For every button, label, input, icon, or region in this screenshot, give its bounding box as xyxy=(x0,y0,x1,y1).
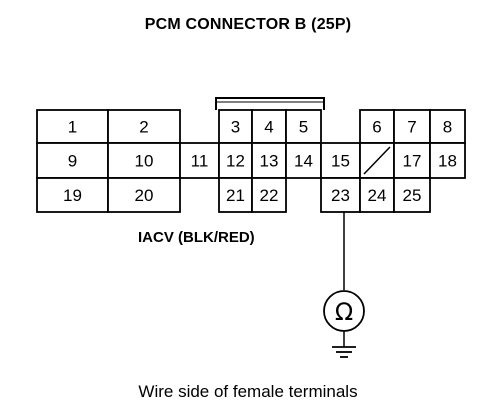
pin-number: 24 xyxy=(368,186,387,205)
pin-number: 8 xyxy=(443,118,452,137)
pin-cell-5: 5 xyxy=(285,109,322,144)
pin-cell-frame xyxy=(320,177,361,213)
pin-cell-22: 22 xyxy=(251,177,287,213)
pin-number: 1 xyxy=(68,118,77,137)
pin-cell-frame xyxy=(393,177,431,213)
pin-cell-3: 3 xyxy=(218,109,253,144)
ohm-symbol: Ω xyxy=(335,298,353,326)
pin-cell-7: 7 xyxy=(393,109,431,144)
caption: Wire side of female terminals xyxy=(138,382,358,401)
pin-cell-25: 25 xyxy=(393,177,431,213)
pin-cell-frame xyxy=(359,177,395,213)
pin-number: 6 xyxy=(372,118,381,137)
pin-number: 25 xyxy=(403,186,422,205)
pin-cell-13: 13 xyxy=(251,142,287,179)
pin-cell-frame xyxy=(285,142,322,179)
pin-cell-18: 18 xyxy=(429,142,466,179)
pin-cell-15: 15 xyxy=(320,142,361,179)
pin-cell-23: 23 xyxy=(320,177,361,213)
pin-cell-19: 19 xyxy=(36,177,109,213)
ohmmeter: Ω xyxy=(323,212,365,358)
pin-number: 12 xyxy=(226,152,245,171)
pin-cell-frame xyxy=(107,177,181,213)
connector-body xyxy=(215,97,325,110)
pin-number: 2 xyxy=(139,118,148,137)
pin-number: 4 xyxy=(264,118,273,137)
pin-number: 7 xyxy=(407,118,416,137)
pin-cell-8: 8 xyxy=(429,109,466,144)
pin-cell-frame xyxy=(218,177,253,213)
pin-cell-11: 11 xyxy=(179,142,220,179)
lock-tab xyxy=(215,97,325,110)
diagram-title: PCM CONNECTOR B (25P) xyxy=(144,16,352,33)
pin-cell-1: 1 xyxy=(36,109,109,144)
pin-number: 5 xyxy=(299,118,308,137)
pin-cell-frame xyxy=(359,109,395,144)
pin-number: 10 xyxy=(135,152,154,171)
pin-cell-frame xyxy=(393,109,431,144)
pin-cell-frame xyxy=(251,109,287,144)
pin-number: 14 xyxy=(294,152,313,171)
pin-cell-6: 6 xyxy=(359,109,395,144)
pin-cell-frame xyxy=(429,142,466,179)
pin-cell-17: 17 xyxy=(393,142,431,179)
pin-number: 15 xyxy=(331,152,350,171)
wire-label: IACV (BLK/RED) xyxy=(138,229,255,246)
pin-cell-4: 4 xyxy=(251,109,287,144)
pin-number: 18 xyxy=(438,152,457,171)
pin-number: 3 xyxy=(231,118,240,137)
pin-cell-20: 20 xyxy=(107,177,181,213)
pin-cell-14: 14 xyxy=(285,142,322,179)
pin-number: 9 xyxy=(68,152,77,171)
pin-number: 20 xyxy=(135,186,154,205)
pin-cell-10: 10 xyxy=(107,142,181,179)
pin-number: 11 xyxy=(191,152,209,171)
pin-cell-frame xyxy=(36,177,109,213)
pin-cell-9: 9 xyxy=(36,142,109,179)
pin-number: 13 xyxy=(260,152,279,171)
pin-number: 19 xyxy=(63,186,82,205)
pin-cell-24: 24 xyxy=(359,177,395,213)
pin-number: 22 xyxy=(260,186,279,205)
pin-cell-frame xyxy=(320,142,361,179)
pin-number: 17 xyxy=(403,152,422,171)
pin-cell-frame xyxy=(218,142,253,179)
pin-cell-frame xyxy=(251,177,287,213)
pin-cell-21: 21 xyxy=(218,177,253,213)
pin-cell-16 xyxy=(359,142,395,179)
pin-number: 23 xyxy=(331,186,350,205)
pin-cell-12: 12 xyxy=(218,142,253,179)
pin-cell-2: 2 xyxy=(107,109,181,144)
pin-number: 21 xyxy=(226,186,245,205)
unused-pin-slash xyxy=(363,146,391,175)
